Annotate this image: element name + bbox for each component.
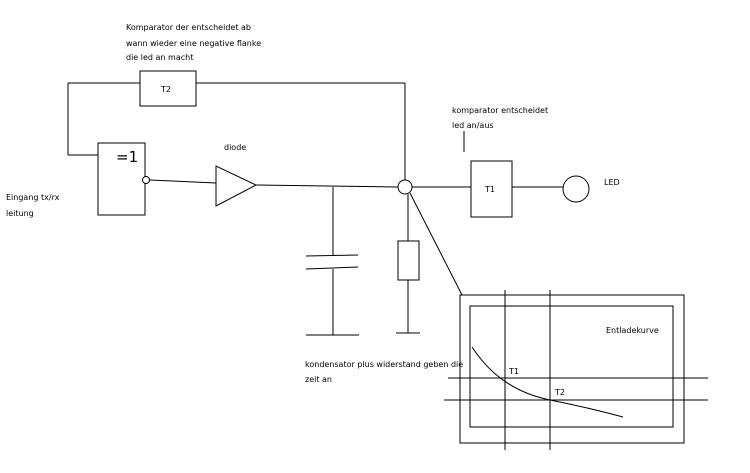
resistor (396, 194, 420, 334)
led-symbol (562, 175, 590, 203)
wire-diode-node (255, 184, 399, 188)
xor-gate: =1 (97, 142, 150, 216)
graph-t2-label: T2 (554, 388, 565, 397)
diode-symbol (215, 165, 258, 207)
wire-gate-diode (149, 179, 217, 184)
discharge-graph: Entladekurve T1 T2 (444, 290, 708, 450)
comparator-t2-note-1: Komparator der entscheidet ab (126, 23, 251, 32)
rc-note-1: kondensator plus widerstand geben die (305, 360, 463, 369)
comparator-t1-note-2: led an/aus (452, 121, 494, 130)
feedback-wire (67, 82, 406, 180)
t1-box-label: T1 (484, 185, 495, 194)
gate-symbol: =1 (116, 148, 138, 166)
t2-comparator: T2 (139, 70, 197, 107)
gate-output-bubble (142, 176, 150, 184)
comparator-t2-note-2: wann wieder eine negative flanke (126, 39, 261, 48)
graph-pointer (409, 192, 463, 296)
comparator-t2-note-3: die led an macht (126, 53, 193, 62)
junction-node (397, 179, 413, 195)
input-label-2: leitung (6, 209, 34, 218)
diode-label: diode (224, 143, 246, 152)
t1-comparator: T1 (470, 160, 513, 218)
led-label: LED (604, 178, 620, 187)
graph-title: Entladekurve (606, 326, 659, 335)
graph-t1-label: T1 (508, 367, 519, 376)
t2-box-label: T2 (160, 85, 171, 94)
capacitor (305, 187, 359, 336)
rc-note-2: zeit an (305, 375, 332, 384)
input-label-1: Eingang tx/rx (6, 193, 60, 202)
comparator-t1-note-1: komparator entscheidet (452, 106, 548, 115)
discharge-curve (471, 346, 624, 418)
